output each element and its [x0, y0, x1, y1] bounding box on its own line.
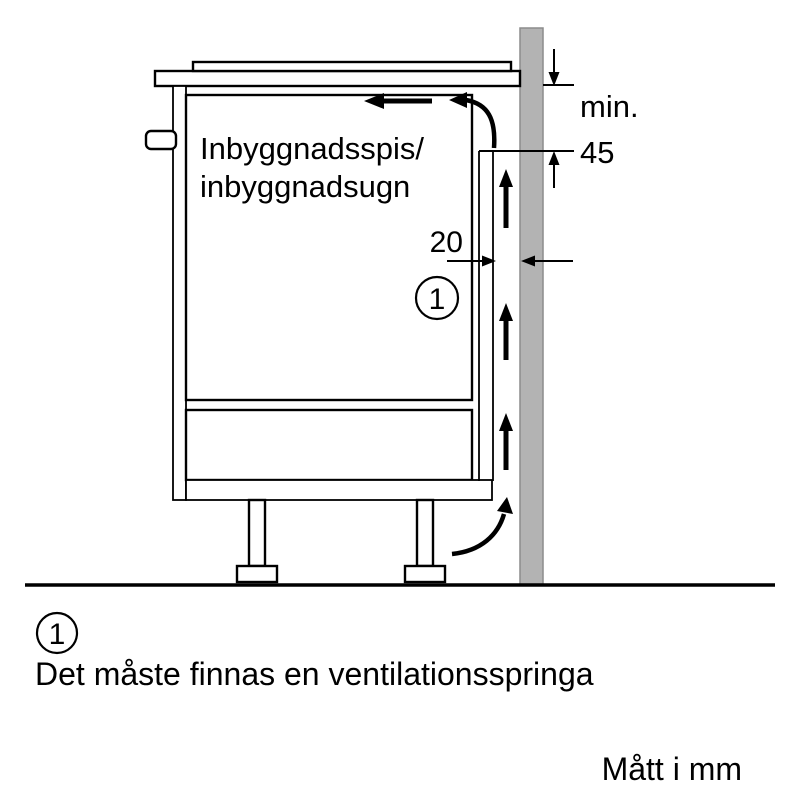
callout-circle — [414, 275, 460, 321]
airflow-arrows — [364, 92, 513, 557]
legend-text: Det måste finnas en ventilationsspringa — [35, 656, 594, 692]
oven-handle-icon — [144, 129, 178, 151]
min45-up-arrowhead — [548, 151, 560, 165]
airflow-bottom-curve-arrow — [451, 513, 507, 557]
leg-right — [415, 498, 435, 568]
legend-circle — [35, 611, 79, 655]
legend-number: 1 — [49, 618, 66, 651]
min45-down-arrowhead — [548, 72, 560, 86]
min-dimension-value: 45 — [580, 135, 614, 170]
legend: 1 Det måste finnas en ventilationsspring… — [35, 611, 594, 692]
cabinet-label-line1: Inbyggnadsspis/ — [200, 131, 424, 166]
hob — [191, 60, 513, 73]
callout-1-marker: 1 — [414, 275, 460, 321]
gap-dimension-value: 20 — [430, 226, 463, 259]
cabinet-base — [185, 479, 493, 501]
dimension-gap-20: 20 — [430, 226, 573, 267]
airflow-left-arrow-head — [364, 93, 384, 109]
countertop — [153, 69, 522, 88]
callout-number: 1 — [429, 283, 446, 316]
cabinet — [144, 60, 522, 584]
airflow-top-curve-arrow — [465, 97, 497, 149]
leg-left — [247, 498, 267, 568]
drawer-front — [184, 408, 474, 482]
min-dimension-label: min. — [580, 89, 639, 124]
foot-left — [235, 564, 279, 584]
wall — [519, 27, 544, 586]
gap-dim-left-arrowhead — [482, 255, 496, 267]
airflow-up-arrow-2-head — [499, 303, 513, 321]
cabinet-label-line2: inbyggnadsugn — [200, 169, 410, 204]
airflow-bottom-curve-arrow-head — [497, 497, 513, 514]
airflow-top-curve-arrow-head — [449, 92, 467, 108]
foot-right — [403, 564, 447, 584]
airflow-up-arrow-1-head — [499, 169, 513, 187]
units-note: Mått i mm — [602, 751, 742, 787]
gap-dim-right-arrowhead — [521, 255, 535, 267]
airflow-up-arrow-3-head — [499, 413, 513, 431]
oven-compartment — [184, 93, 474, 402]
dimension-min-45: min. 45 — [479, 49, 639, 188]
